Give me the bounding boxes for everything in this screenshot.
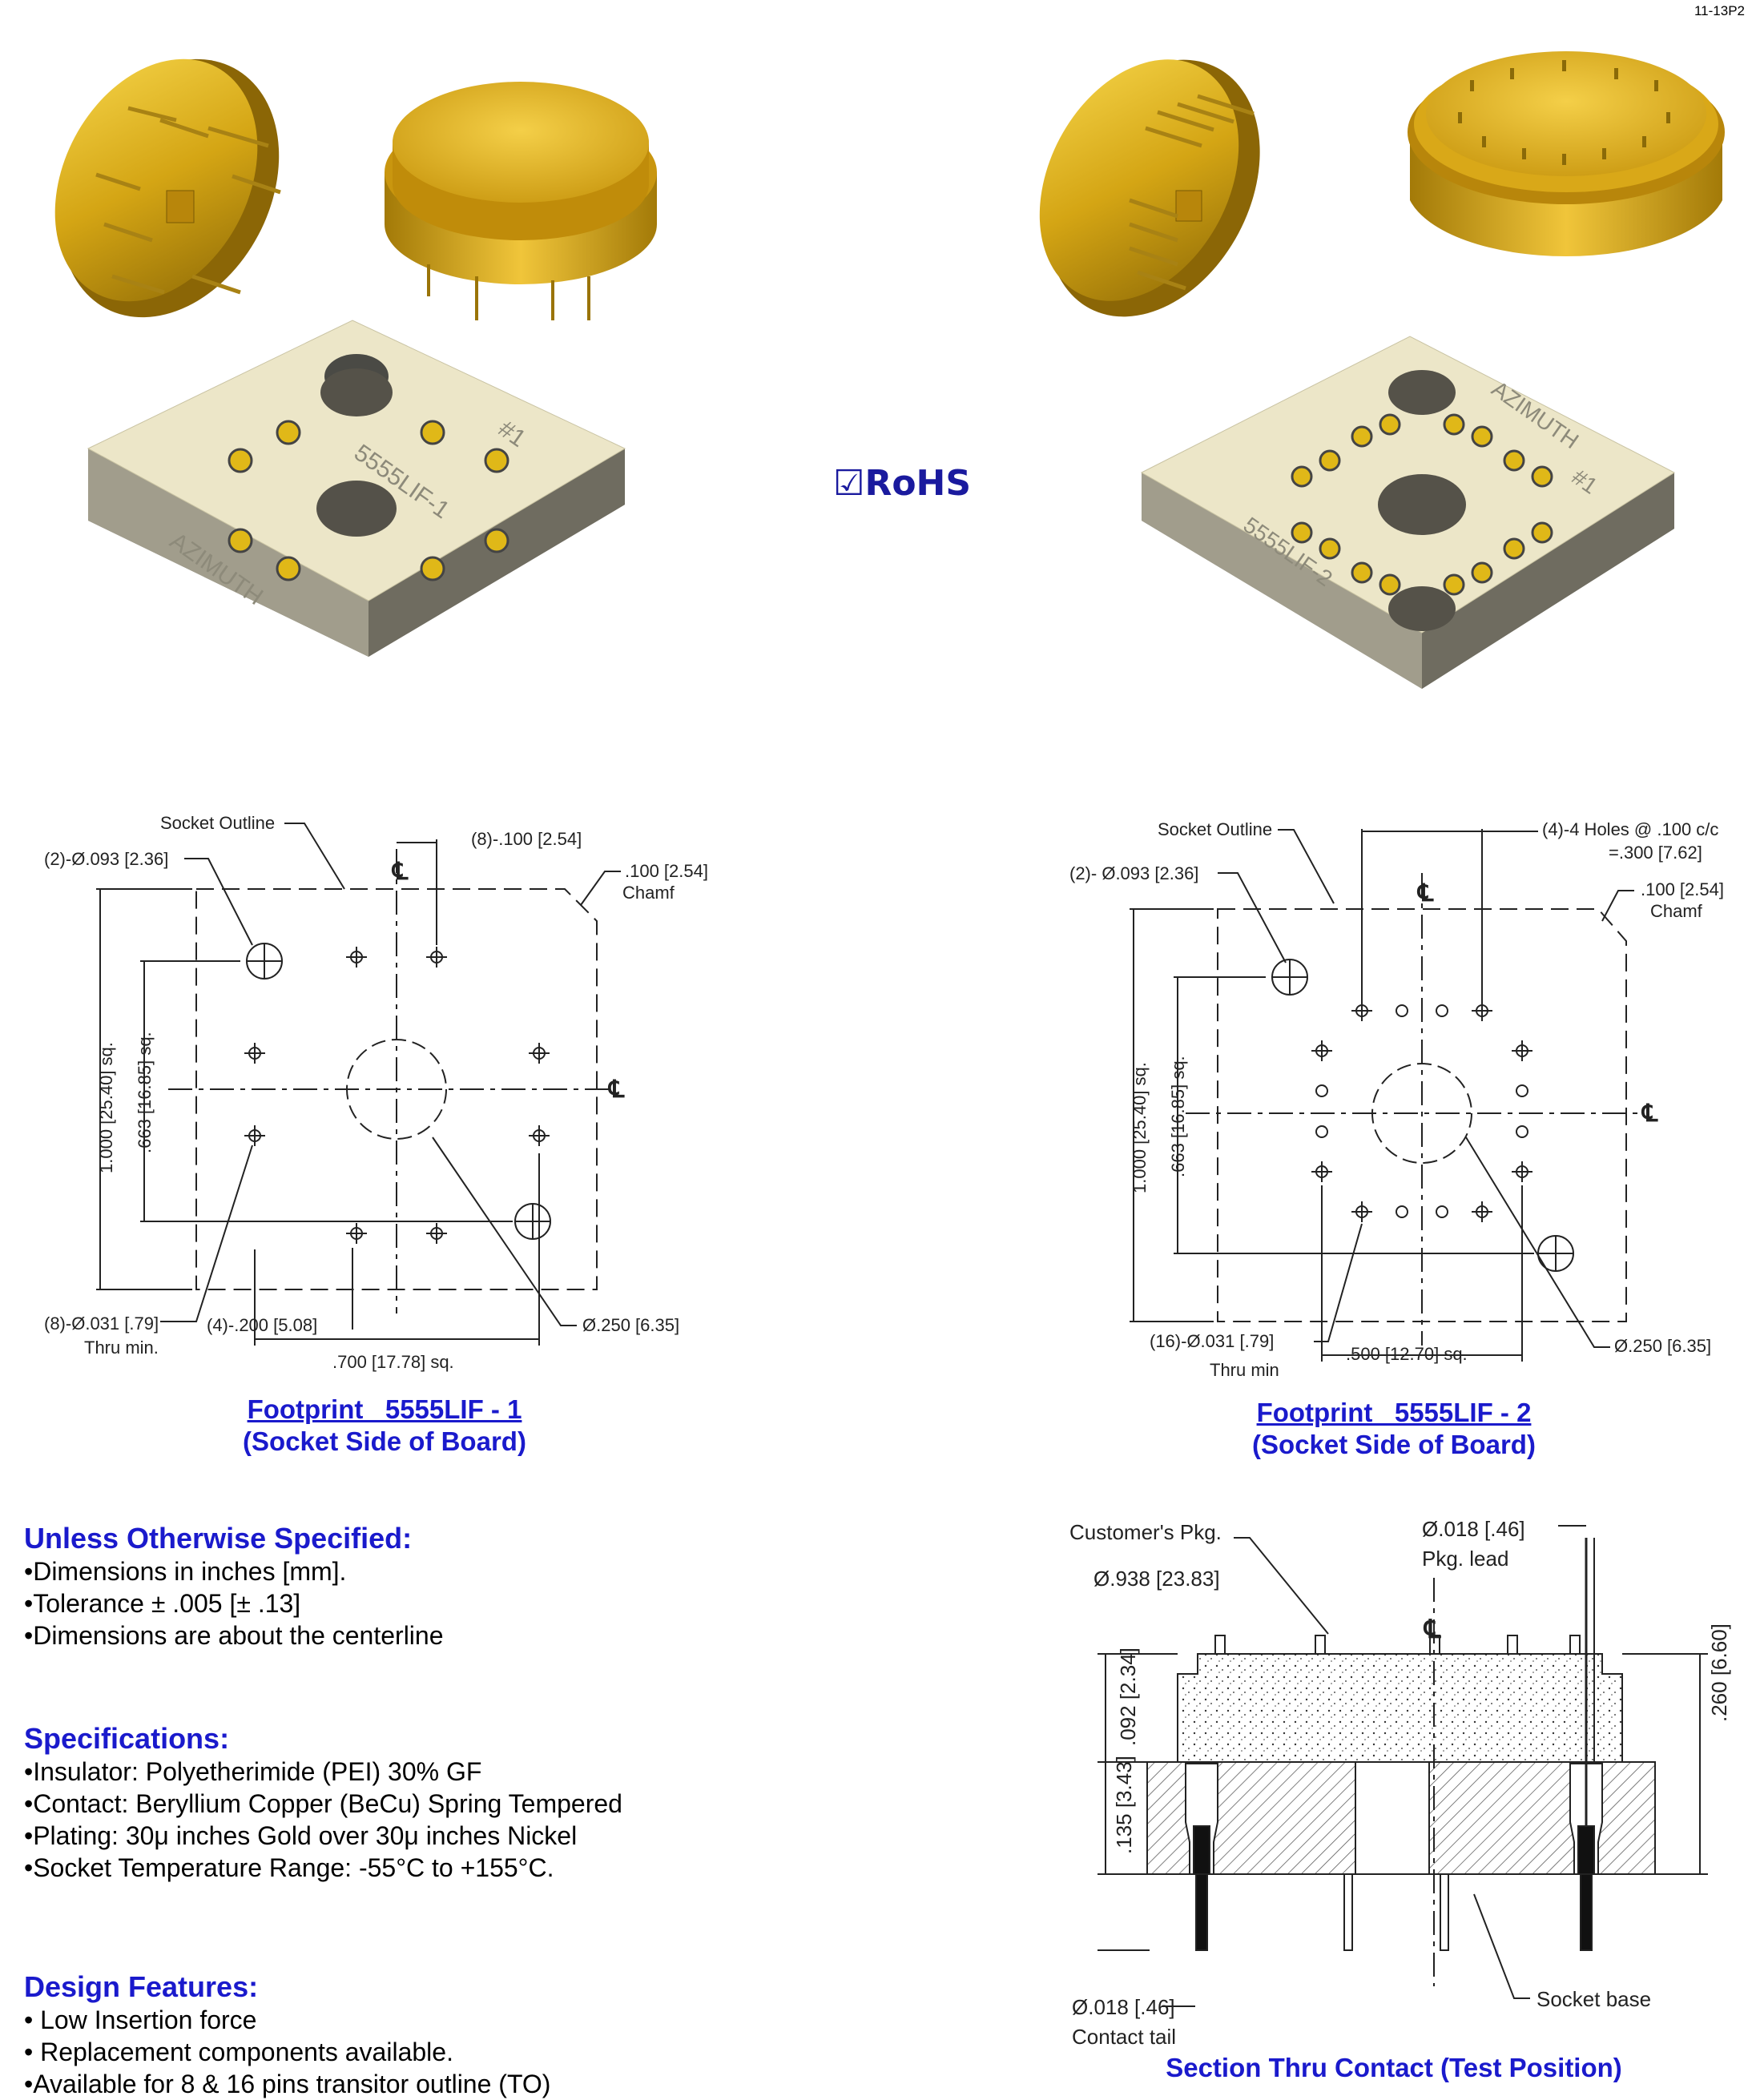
- fp1-centerline-mark-h: ℄: [607, 1076, 625, 1103]
- socket-5555LIF-2: 5555LIF-2 #1 AZIMUTH: [1140, 336, 1676, 689]
- feature-item: • Replacement components available.: [24, 2038, 453, 2066]
- sec-tail-dia: Ø.018 [.46]: [1072, 1995, 1175, 2019]
- package-16pin-top: [1408, 51, 1725, 257]
- package-8pin-bottom: [54, 58, 281, 318]
- fp1-socket-outline: Socket Outline: [160, 813, 275, 833]
- spec-item: •Socket Temperature Range: -55°C to +155…: [24, 1853, 554, 1882]
- sec-lead-dia: Ø.018 [.46]: [1422, 1517, 1525, 1541]
- fp2-outline-size: 1.000 [25.40] sq.: [1130, 1062, 1150, 1193]
- fp2-hole-span: .663 [16.85] sq.: [1168, 1056, 1188, 1177]
- footprint-2-link[interactable]: Footprint 5555LIF - 2: [1256, 1398, 1532, 1427]
- specs-list: •Insulator: Polyetherimide (PEI) 30% GF …: [24, 1756, 622, 1884]
- fp2-pin-square: .500 [12.70] sq.: [1346, 1344, 1468, 1364]
- feature-item: •Available for 8 & 16 pins transitor out…: [24, 2070, 551, 2098]
- fp1-hole-span: .663 [16.85] sq.: [135, 1032, 155, 1153]
- sec-contact-tail: Contact tail: [1072, 2025, 1176, 2049]
- package-8pin-top: [385, 82, 657, 320]
- section-drawing: Customer's Pkg. Ø.938 [23.83] Ø.018 [.46…: [1069, 1517, 1731, 2049]
- fp1-centerline-mark-v: ℄: [391, 859, 409, 885]
- feature-item: • Low Insertion force: [24, 2005, 257, 2034]
- fp2-centerline-mark-v: ℄: [1416, 880, 1434, 907]
- sec-h2: .135 [3.43]: [1112, 1756, 1136, 1854]
- fp1-pitch: (8)-.100 [2.54]: [471, 829, 582, 849]
- spec-item: •Contact: Beryllium Copper (BeCu) Spring…: [24, 1789, 622, 1818]
- fp1-pin-spacing: (4)-.200 [5.08]: [207, 1315, 317, 1335]
- footprint-1-caption: Footprint 5555LIF - 1 (Socket Side of Bo…: [144, 1394, 625, 1458]
- fp2-chamf-word: Chamf: [1650, 901, 1703, 921]
- features-heading: Design Features:: [24, 1970, 259, 2003]
- features-list: • Low Insertion force • Replacement comp…: [24, 2004, 550, 2100]
- footprint-1-link[interactable]: Footprint 5555LIF - 1: [247, 1394, 522, 1424]
- sec-socket-base: Socket base: [1536, 1987, 1651, 2011]
- sec-customer-pkg: Customer's Pkg.: [1069, 1520, 1222, 1544]
- unless-item: •Dimensions in inches [mm].: [24, 1557, 347, 1586]
- spec-item: •Insulator: Polyetherimide (PEI) 30% GF: [24, 1757, 482, 1786]
- page-id: 11-13P2: [1694, 3, 1745, 18]
- unless-list: •Dimensions in inches [mm]. •Tolerance ±…: [24, 1555, 444, 1651]
- footprint-1-drawing: [96, 823, 621, 1346]
- fp1-chamf-word: Chamf: [622, 883, 675, 903]
- fp2-thru: Thru min: [1210, 1360, 1279, 1380]
- fp2-hole-dia: (2)- Ø.093 [2.36]: [1069, 863, 1198, 883]
- footprint-2-subcaption: (Socket Side of Board): [1252, 1430, 1536, 1459]
- fp1-pin-square: .700 [17.78] sq.: [332, 1352, 454, 1372]
- rohs-badge: ☑RoHS: [833, 463, 972, 504]
- specs-heading: Specifications:: [24, 1722, 230, 1755]
- fp2-socket-outline: Socket Outline: [1158, 819, 1272, 839]
- fp1-outline-size: 1.000 [25.40] sq.: [96, 1042, 116, 1173]
- fp2-holes-pitch: (4)-4 Holes @ .100 c/c: [1542, 819, 1718, 839]
- fp2-centerline-mark-h: ℄: [1641, 1100, 1658, 1127]
- renders: 5555LIF-1 #1 AZIMUTH 5555LIF-2 #1 AZIMUT…: [54, 51, 1725, 689]
- fp2-pin-dia: (16)-Ø.031 [.79]: [1150, 1331, 1274, 1351]
- section-caption: Section Thru Contact (Test Position): [1166, 2053, 1622, 2082]
- fp1-thru: Thru min.: [84, 1338, 159, 1358]
- fp1-chamf-value: .100 [2.54]: [625, 861, 708, 881]
- footprint-2-drawing: [1130, 829, 1642, 1362]
- socket-5555LIF-1: 5555LIF-1 #1 AZIMUTH: [87, 320, 626, 657]
- unless-item: •Tolerance ± .005 [± .13]: [24, 1589, 301, 1618]
- fp1-hole-dia: (2)-Ø.093 [2.36]: [44, 849, 168, 869]
- fp2-center-hole: Ø.250 [6.35]: [1614, 1336, 1711, 1356]
- fp1-pin-dia: (8)-Ø.031 [.79]: [44, 1314, 159, 1334]
- sec-pkg-dia: Ø.938 [23.83]: [1093, 1567, 1220, 1591]
- sec-pkg-lead: Pkg. lead: [1422, 1547, 1508, 1571]
- unless-item: •Dimensions are about the centerline: [24, 1621, 444, 1650]
- footprint-2-caption: Footprint 5555LIF - 2 (Socket Side of Bo…: [1154, 1397, 1634, 1461]
- fp2-holes-total: =.300 [7.62]: [1609, 843, 1702, 863]
- unless-heading: Unless Otherwise Specified:: [24, 1522, 413, 1555]
- fp1-center-hole: Ø.250 [6.35]: [582, 1315, 679, 1335]
- package-16pin-bottom: [1039, 59, 1260, 317]
- spec-item: •Plating: 30μ inches Gold over 30μ inche…: [24, 1821, 578, 1850]
- sec-centerline-mark: ℄: [1423, 1615, 1441, 1643]
- footprint-1-subcaption: (Socket Side of Board): [243, 1426, 526, 1456]
- sec-h1: .092 [2.34]: [1116, 1647, 1140, 1746]
- fp2-chamf-value: .100 [2.54]: [1641, 879, 1724, 899]
- sec-h3: .260 [6.60]: [1707, 1623, 1731, 1722]
